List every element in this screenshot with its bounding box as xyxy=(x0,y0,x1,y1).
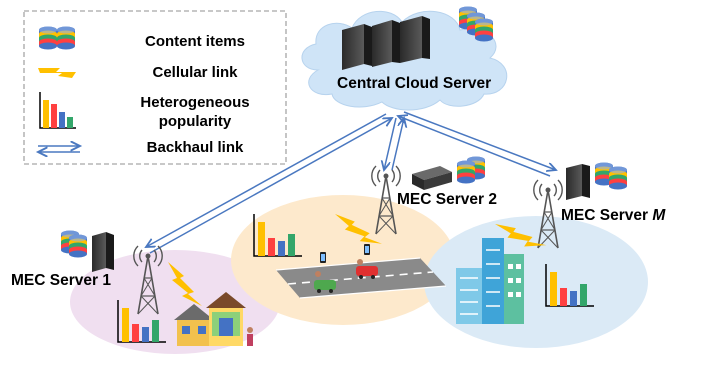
legend-cellular-link: Cellular link xyxy=(152,64,238,81)
legend-box xyxy=(23,10,287,165)
legend-backhaul-link: Backhaul link xyxy=(146,139,244,156)
database-icon xyxy=(595,162,627,190)
legend-content-items: Content items xyxy=(144,33,245,50)
building-icon xyxy=(456,238,524,324)
central-cloud-server-label: Central Cloud Server xyxy=(337,75,492,92)
server-rack-icon xyxy=(566,164,590,200)
server-box-icon xyxy=(412,166,452,190)
legend-heterogeneous: Heterogeneous xyxy=(140,94,250,111)
mec-server-m-index: M xyxy=(652,207,666,224)
person-icon xyxy=(247,327,253,346)
double-arrow-icon xyxy=(38,146,80,152)
bar-chart-icon xyxy=(39,92,76,129)
car-icon xyxy=(314,280,336,293)
legend-popularity: popularity xyxy=(158,113,232,130)
mec-server-m-prefix: MEC Server xyxy=(561,207,653,224)
zone-2 xyxy=(231,195,455,325)
server-rack-icon xyxy=(92,232,114,272)
car-icon xyxy=(356,266,378,279)
person-icon xyxy=(315,259,363,277)
lightning-icon xyxy=(38,68,76,78)
server-rack-icon xyxy=(342,16,430,70)
mec-server-m-label: MEC Server M xyxy=(561,207,665,225)
backhaul-links xyxy=(146,111,556,254)
database-icon xyxy=(61,230,87,258)
smartphone-icon xyxy=(320,244,370,263)
database-icon xyxy=(457,156,485,184)
mec-server-2-label: MEC Server 2 xyxy=(397,191,497,208)
mec-server-1-label: MEC Server 1 xyxy=(11,272,111,289)
house-icon xyxy=(174,292,246,346)
